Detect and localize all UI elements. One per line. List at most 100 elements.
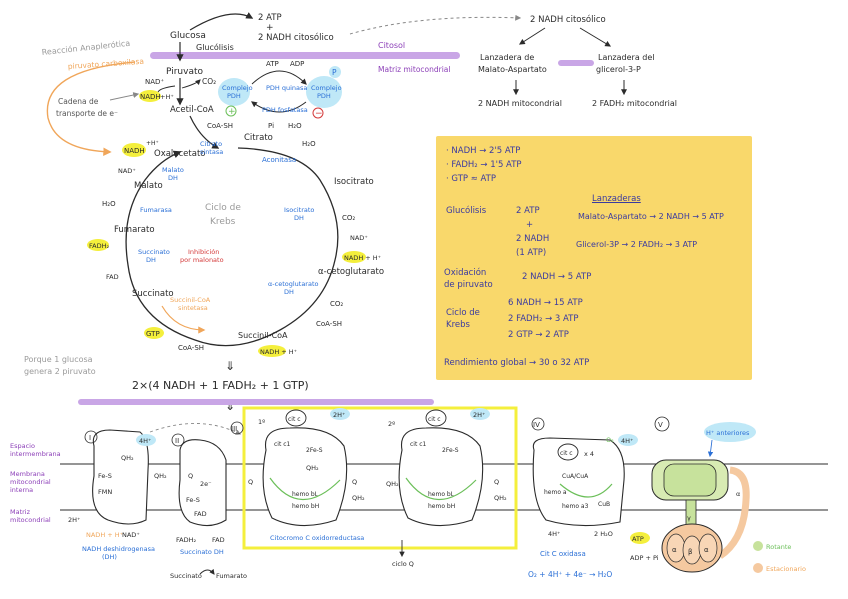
pdh-phosphatase: PDH fosfatasa — [262, 106, 308, 114]
succinil-label: Succinil-CoA — [238, 331, 288, 340]
succinato-dh-1: Succinato — [138, 248, 170, 256]
synthase-f1-a2 — [698, 533, 718, 563]
iii-a-qh2-out: QH₂ — [352, 494, 365, 502]
nadh-akg: NADH + H⁺ — [260, 348, 297, 356]
gtp-highlight — [144, 327, 164, 339]
iii-b-q: Q — [494, 478, 499, 486]
co2-pdh-arrow — [181, 79, 201, 89]
shuttle-ma-2: Malato-Aspartato — [478, 65, 547, 74]
atp-2-label: 2 ATP — [258, 13, 282, 23]
nadh-deh-2: (DH) — [102, 553, 117, 561]
to-ma-arrow — [518, 27, 546, 45]
synthase-beta: β — [688, 548, 692, 556]
h-oxal: +H⁺ — [146, 140, 159, 147]
complex-ii-q: Q — [188, 472, 193, 480]
iii-b-qh2-out: QH₂ — [494, 494, 507, 502]
isocitrato-dh-1: Isocitrato — [284, 206, 314, 214]
note-total: Rendimiento global → 30 o 32 ATP — [444, 358, 590, 368]
oxalacetato-label: Oxalacetato — [154, 149, 205, 159]
iv-citc-bg — [557, 443, 579, 461]
pdh-kinase: PDH quinasa — [266, 84, 307, 92]
coa-sh-top: CoA-SH — [207, 122, 233, 130]
nadh-oxal: NADH — [124, 147, 145, 155]
citrato-sintasa-2: sintasa — [200, 148, 223, 156]
iii-a-citc: cit c — [288, 416, 301, 423]
pdh-complex-2-bg — [306, 76, 342, 108]
note-g-plus: + — [526, 220, 534, 230]
isocitrato-dh-2: DH — [294, 214, 304, 222]
pdh-region: Piruvato CO₂ NAD⁺ NADH +H⁺ Acetil-CoA Co… — [46, 60, 342, 156]
summary-region: Porque 1 glucosa genera 2 piruvato ⇓ 2×(… — [24, 355, 434, 413]
nadh-cyto-right: 2 NADH citosólico — [530, 14, 606, 25]
iii-a-2h-bg — [330, 408, 350, 420]
nadh-pdh: NADH — [140, 93, 161, 101]
complex-i-2h: 2H⁺ — [68, 516, 80, 524]
synthase-alpha2: α — [704, 546, 709, 554]
note-g-atp: 2 ATP — [516, 206, 540, 216]
note-ox-val: 2 NADH → 5 ATP — [522, 272, 592, 282]
isocitrato-label: Isocitrato — [334, 177, 374, 187]
membrana-1: Membrana — [10, 470, 45, 478]
ciclo-q-label: ciclo Q — [392, 560, 414, 568]
h-pdh: +H⁺ — [160, 93, 174, 101]
note-lanzaderas: Lanzaderas — [592, 194, 641, 204]
fadh2-highlight — [87, 239, 109, 251]
note-gtp: · GTP ≈ ATP — [446, 174, 497, 184]
h2o-cit: H₂O — [302, 140, 316, 148]
nadh-highlight-iso — [342, 251, 366, 263]
iv-equation: O₂ + 4H⁺ + 4e⁻ → H₂O — [528, 570, 612, 579]
co2-pdh: CO₂ — [202, 77, 216, 86]
h2o-pdh: H₂O — [288, 122, 302, 130]
complex-ii-fes: Fe-S — [186, 496, 200, 504]
per-glucose-2: genera 2 piruvato — [24, 367, 96, 376]
legend-estacionario-dot — [753, 563, 763, 573]
nadh-deh-1: NADH deshidrogenasa — [82, 545, 155, 553]
complex-iv-num — [531, 417, 545, 431]
chain-arrow — [109, 92, 140, 101]
iii-a-qh2: QH₂ — [306, 464, 319, 472]
fadh2-label: FADH₂ — [89, 242, 109, 250]
atp-yield-note: · NADH → 2'5 ATP · FADH₂ → 1'5 ATP · GTP… — [436, 136, 752, 380]
note-c1: 6 NADH → 15 ATP — [508, 298, 583, 308]
matrix-label: Matriz mitocondrial — [378, 65, 451, 74]
note-c2: 2 FADH₂ → 3 ATP — [508, 314, 579, 324]
p-highlight — [329, 66, 341, 78]
transport-chain-label-2: transporte de e⁻ — [56, 109, 118, 118]
iv-citc: cit c — [560, 450, 573, 457]
complex-i-fes: Fe-S — [98, 472, 112, 480]
legend-rotante: Rotante — [766, 543, 791, 551]
complex-i-4h: 4H⁺ — [139, 437, 151, 445]
iii-a-first: 1º — [258, 418, 265, 426]
complex-i-body — [92, 429, 149, 525]
to-g3p-arrow — [579, 27, 612, 47]
fumarato-label: Fumarato — [114, 225, 155, 235]
pdh-complex-1a: Complejo — [222, 84, 253, 92]
membrane-band-middle — [78, 399, 434, 405]
atp-synth: ATP — [632, 535, 644, 543]
complex-i-4h-bg — [136, 434, 156, 446]
citrato-label: Citrato — [244, 133, 273, 143]
iii-a-q: Q — [248, 478, 253, 486]
iii-b-2h: 2H⁺ — [473, 411, 485, 419]
succinato-chain: Succinato — [170, 572, 202, 580]
note-ma: Malato-Aspartato → 2 NADH → 5 ATP — [578, 212, 724, 221]
synthase-alpha: α — [672, 546, 677, 554]
iii-b-2h-bg — [470, 408, 490, 420]
iii-b-hemo-bh: hemo bH — [428, 503, 455, 510]
complex-v-num — [654, 416, 670, 432]
atp-synth-highlight — [630, 532, 650, 544]
gtp-label: GTP — [146, 330, 160, 338]
dashed-i-to-iii — [149, 423, 241, 435]
pdh-plus-circle — [225, 105, 237, 117]
citrato-sintasa: Citrato — [200, 140, 222, 148]
iii-a-2h: 2H⁺ — [333, 411, 345, 419]
iii-b-hemo-bl: hemo bL — [428, 491, 455, 498]
legend-rotante-dot — [753, 541, 763, 551]
iii-b-citc-bg — [425, 409, 447, 427]
shuttle-g3p-2: glicerol-3-P — [596, 65, 641, 74]
p-label: P — [332, 68, 337, 77]
complex-ii-num — [171, 433, 185, 447]
iv-x4: x 4 — [584, 450, 594, 458]
pdh-minus-circle — [312, 107, 324, 119]
iii-a-fes: 2Fe-S — [306, 447, 323, 454]
